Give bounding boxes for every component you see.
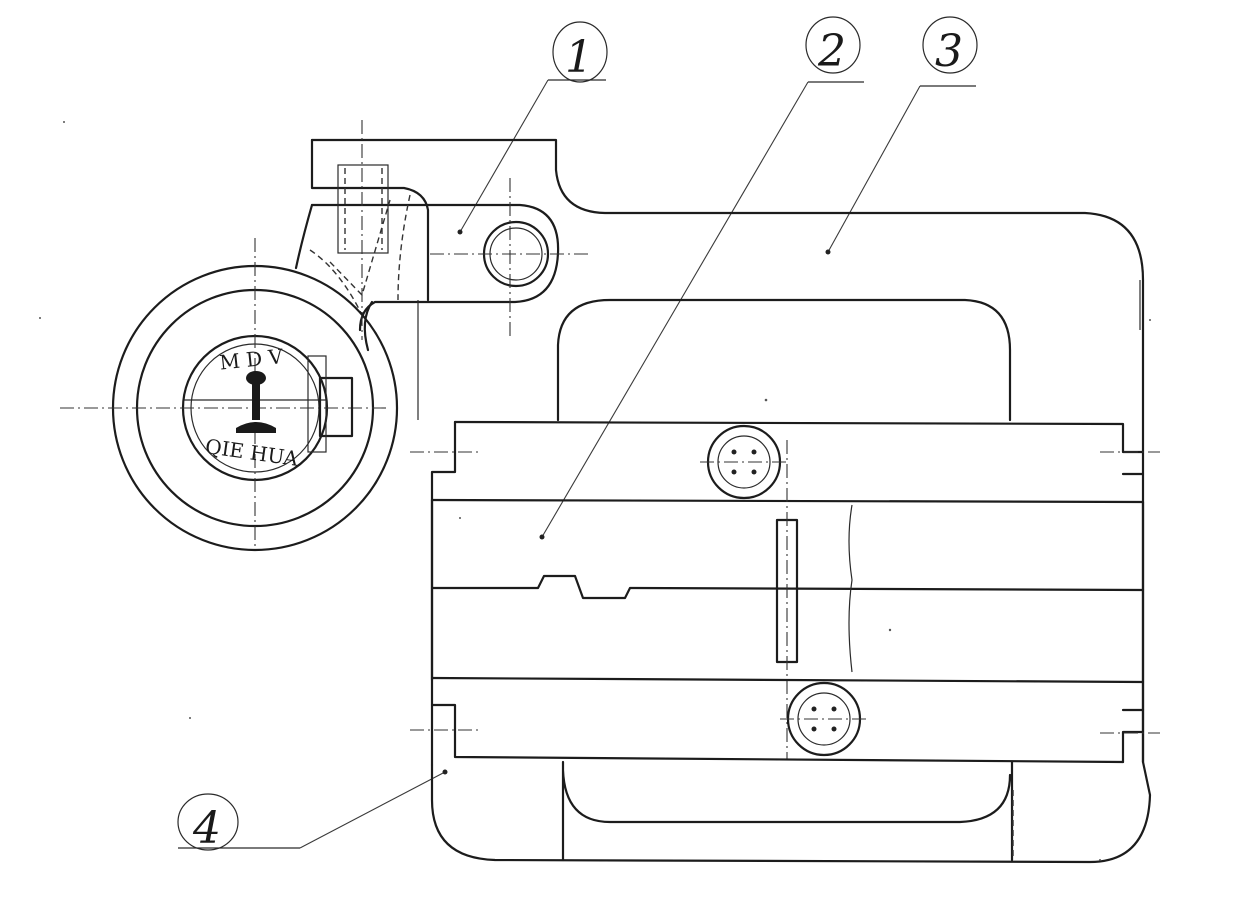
frame-inner-window bbox=[556, 298, 1012, 422]
svg-text:1: 1 bbox=[565, 32, 593, 83]
callout-3: 3 bbox=[825, 16, 978, 255]
svg-text:3: 3 bbox=[935, 26, 963, 77]
frame-outer-contour bbox=[310, 138, 1152, 864]
callout-1: 1 bbox=[457, 21, 608, 235]
upper-screw bbox=[700, 424, 790, 500]
svg-text:4: 4 bbox=[192, 803, 221, 854]
bolt bbox=[329, 120, 391, 340]
frame-lower-pocket bbox=[561, 760, 1014, 862]
callout-2: 2 bbox=[539, 16, 864, 540]
callout-4: 4 bbox=[177, 769, 448, 854]
scan-specks bbox=[39, 121, 1151, 861]
hub bbox=[60, 238, 399, 552]
svg-text:2: 2 bbox=[817, 26, 846, 77]
lower-screw bbox=[780, 681, 870, 757]
lower-die-plate bbox=[410, 676, 1160, 764]
rail-profile-icon bbox=[236, 371, 276, 433]
svg-text:QIE HUA: QIE HUA bbox=[204, 434, 300, 471]
svg-text:M D V: M D V bbox=[218, 344, 284, 375]
lever-arm bbox=[310, 203, 560, 332]
